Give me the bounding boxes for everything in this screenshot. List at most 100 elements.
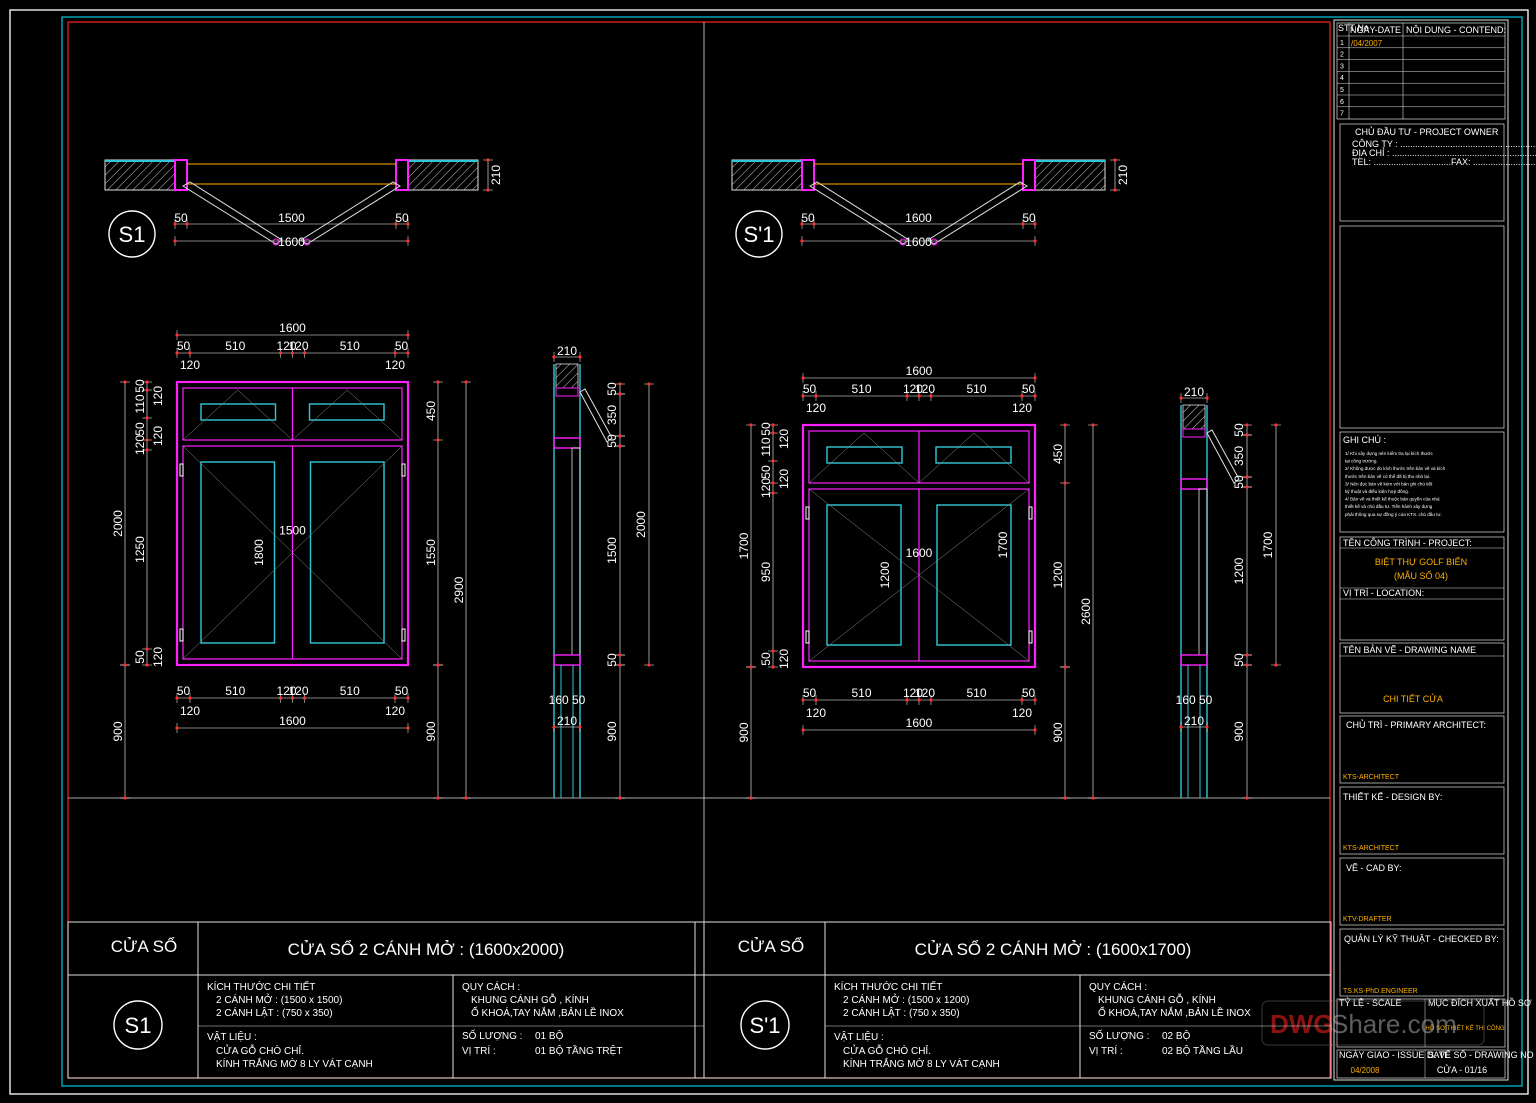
primary-architect-block: CHỦ TRÌ - PRIMARY ARCHITECT: KTS-ARCHITE…	[1339, 715, 1505, 784]
rev-row-number: 6	[1340, 99, 1344, 106]
dimension-tick	[1091, 796, 1095, 800]
transom-glass	[826, 446, 903, 464]
outer-frame	[801, 423, 1037, 669]
dimension-label: 1700	[737, 532, 751, 559]
issue-block: NGÀY GIAO - ISSUE DATE 04/2008 S. VẼ SỐ …	[1336, 1049, 1534, 1079]
spec-qty-value: 01 BỘ	[535, 1029, 564, 1042]
note-line: kỹ thuật và điều kiện hợp đồng.	[1345, 489, 1409, 494]
bottom-sill	[553, 654, 581, 666]
dimension-tick	[801, 698, 805, 702]
dimension-label: 50	[605, 382, 619, 396]
dimension-tick	[812, 222, 816, 226]
jamb-right	[395, 159, 409, 191]
dimension-label: 120	[385, 358, 405, 372]
dimension-tick	[173, 222, 177, 226]
dimension-tick	[1033, 394, 1037, 398]
dimension-tick	[406, 351, 410, 355]
opening-indicator	[182, 445, 293, 660]
dimension-tick	[1245, 423, 1249, 427]
dimension-label: 900	[737, 722, 751, 742]
dimension-tick	[393, 696, 397, 700]
opening-indicator	[808, 432, 920, 484]
dimension-label: 510	[851, 686, 871, 700]
dimension-tick	[175, 351, 179, 355]
dimension-label: 120	[777, 429, 791, 449]
dimension-tick	[1245, 663, 1249, 667]
primary-architect-value: KTS-ARCHITECT	[1343, 774, 1400, 781]
dimension-tick	[464, 380, 468, 384]
sash-leaf-left	[182, 181, 283, 245]
dimension-label: 1600	[279, 714, 306, 728]
rev-row-number: 4	[1340, 75, 1344, 82]
notes-title: GHI CHÚ :	[1343, 435, 1386, 445]
dimension-tick	[771, 423, 775, 427]
dimension-label: 510	[966, 382, 986, 396]
dimension-tick	[749, 796, 753, 800]
dimension-label: 950	[759, 562, 773, 582]
dimension-tick	[771, 431, 775, 435]
dimension-label: 50	[803, 382, 817, 396]
dimension-tick	[1063, 796, 1067, 800]
designed-by-block: THIẾT KẾ - DESIGN BY: KTS-ARCHITECT	[1339, 786, 1505, 855]
dimension-label: 1500	[278, 211, 305, 225]
dimension-tick	[406, 696, 410, 700]
sash-handle	[930, 238, 938, 246]
section-tag-circle	[735, 210, 783, 258]
dimension-label: 120	[777, 469, 791, 489]
designed-by-label: THIẾT KẾ - DESIGN BY:	[1343, 792, 1442, 802]
jamb-left	[174, 159, 188, 191]
spec-quality-label: QUY CÁCH :	[462, 980, 520, 993]
dimension-label: 900	[424, 721, 438, 741]
dimension-tick	[145, 448, 149, 452]
dimension-tick	[188, 696, 192, 700]
dimension-tick	[393, 351, 397, 355]
dimension-tick	[771, 665, 775, 669]
leaf-glass	[826, 504, 902, 646]
bottom-sill	[1180, 654, 1208, 666]
dimension-tick	[1274, 663, 1278, 667]
title-frame	[67, 921, 705, 1079]
owner-block: CHỦ ĐẦU TƯ - PROJECT OWNER CÔNG TY : ...…	[1339, 123, 1536, 222]
opening-indicator	[918, 432, 1030, 484]
title-frame	[694, 921, 1332, 1079]
dimension-tick	[175, 726, 179, 730]
dimension-label: 1200	[1051, 561, 1065, 588]
dimension-tick	[618, 392, 622, 396]
dimension-tick	[173, 239, 177, 243]
dimension-tick	[302, 351, 307, 355]
dimension-tick	[905, 698, 909, 702]
watermark-dwg: DWG	[1270, 1009, 1334, 1039]
opening-indicator	[918, 488, 1030, 662]
lintel-frame	[555, 387, 579, 397]
dimension-tick	[618, 434, 622, 438]
dimension-label: 120	[151, 647, 165, 667]
dimension-tick	[406, 333, 410, 337]
sash-handle	[303, 238, 311, 246]
dimension-label: 50	[1022, 382, 1036, 396]
dimension-label: 1800	[252, 539, 266, 566]
leaf-glass	[200, 461, 276, 644]
dimension-tick	[552, 725, 556, 729]
project-block: TÊN CÔNG TRÌNH - PROJECT: BIỆT THỰ GOLF …	[1339, 536, 1505, 641]
drawing-name-label: TÊN BẢN VẼ - DRAWING NAME	[1343, 644, 1476, 655]
title-text: CỬA SỔ 2 CÁNH MỞ : (1600x2000)	[288, 940, 565, 959]
dimension-label: 210	[489, 165, 503, 185]
hinge	[1028, 630, 1033, 644]
scale-label: TỶ LỆ - SCALE	[1339, 997, 1402, 1008]
dimension-tick	[406, 726, 410, 730]
dimension-label: 120	[1012, 706, 1032, 720]
cad-by-block: VẼ - CAD BY: KTV-DRAFTER	[1339, 857, 1505, 926]
dimension-tick	[290, 351, 295, 355]
dimension-tick	[771, 491, 775, 495]
issue-date-value: 04/2008	[1351, 1066, 1380, 1075]
title-text: CỬA SỔ 2 CÁNH MỞ : (1600x1700)	[915, 940, 1192, 959]
dimension-tick	[1245, 653, 1249, 657]
dimension-label: 120	[777, 649, 791, 669]
dimension-label: 110	[133, 394, 147, 413]
spec-material-line2: KÍNH TRẮNG MỜ 8 LY VÁT CẠNH	[843, 1057, 1000, 1070]
dimension-tick	[905, 394, 909, 398]
